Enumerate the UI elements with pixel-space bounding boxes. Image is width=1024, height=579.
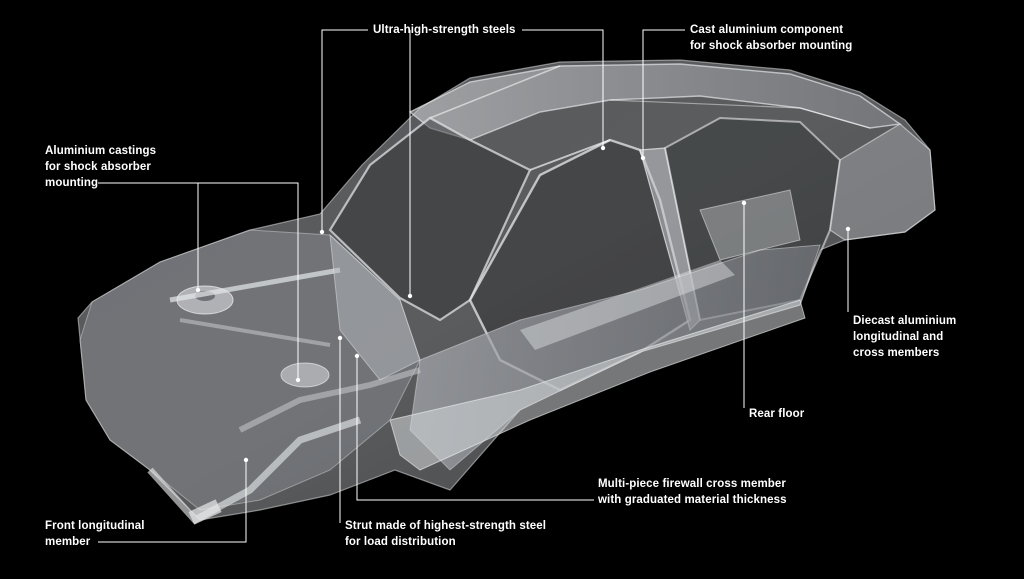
firewall	[329, 233, 421, 381]
front-longitudinal-right	[238, 367, 421, 433]
front-structure	[79, 229, 421, 511]
roof-frame	[408, 63, 902, 141]
leader-aluminium-castings	[98, 182, 299, 380]
front-crash-box	[188, 499, 222, 525]
label-aluminium-castings: Aluminium castings for shock absorber mo…	[45, 145, 157, 189]
label-strut-highest-strength: Strut made of highest-strength steel for…	[345, 520, 547, 548]
leader-ultra-high-strength	[321, 29, 368, 232]
leader-cast-aluminium	[642, 29, 685, 158]
rear-seat-frame	[699, 189, 801, 261]
leader-firewall	[356, 356, 594, 501]
shock-tower-right	[280, 362, 330, 388]
label-multi-piece-firewall: Multi-piece firewall cross member with g…	[598, 478, 787, 506]
leader-dots	[195, 145, 851, 463]
side-sill	[389, 299, 806, 471]
label-rear-floor: Rear floor	[749, 408, 805, 420]
strut-brace	[169, 267, 341, 303]
front-longitudinal-left	[147, 416, 362, 525]
label-ultra-high-strength-steels: Ultra-high-strength steels	[373, 24, 516, 36]
label-front-longitudinal: Front longitudinal member	[45, 520, 145, 548]
label-diecast-aluminium: Diecast aluminium longitudinal and cross…	[853, 315, 957, 359]
leader-lines	[98, 29, 849, 543]
leader-front-longitudinal	[98, 460, 247, 543]
rear-structure	[829, 123, 936, 241]
label-cast-aluminium-component: Cast aluminium component for shock absor…	[690, 24, 853, 52]
center-tunnel	[520, 260, 735, 350]
